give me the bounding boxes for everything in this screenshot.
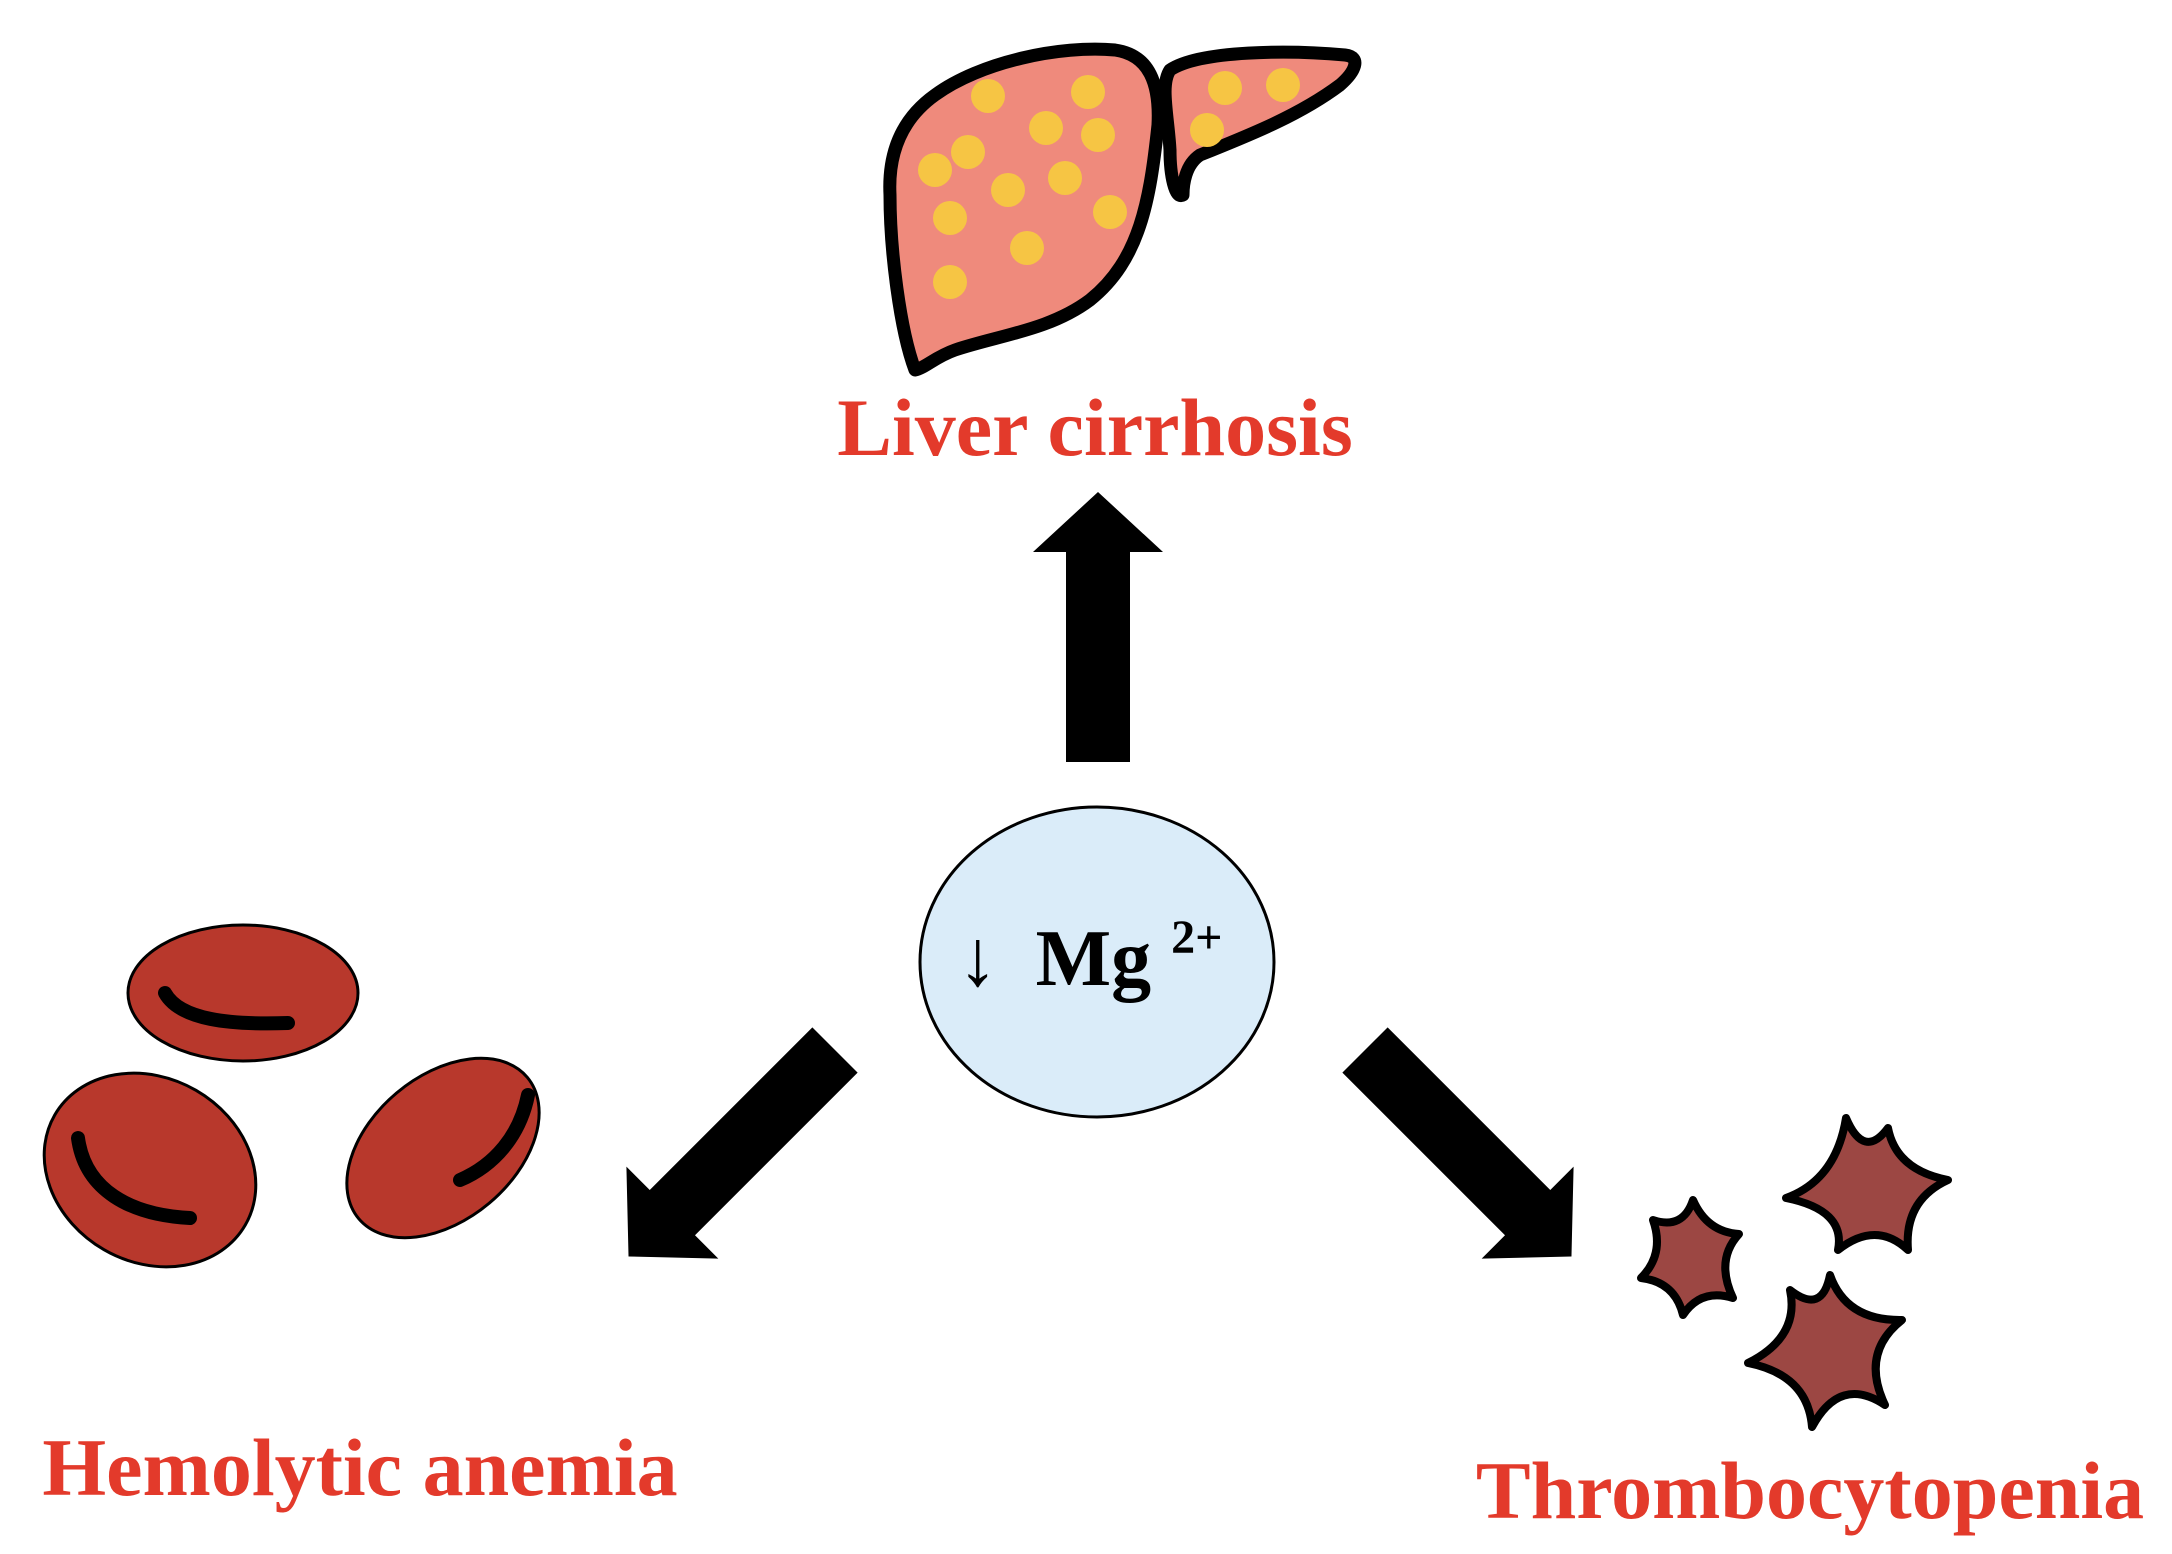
arrow-down-left-icon	[626, 1027, 858, 1259]
liver-icon	[883, 42, 1362, 377]
ion-charge: 2+	[1171, 911, 1222, 964]
fat-droplets	[918, 68, 1300, 299]
platelets	[1637, 1114, 1952, 1431]
platelet-icon	[1637, 1196, 1743, 1319]
platelet-icon	[1782, 1114, 1952, 1254]
center-circle	[918, 805, 1276, 1119]
ion-symbol: Mg	[1036, 915, 1152, 1003]
decrease-arrow-glyph: ↓	[958, 915, 998, 1003]
hemolytic-anemia-label: Hemolytic anemia	[42, 1422, 677, 1513]
red-blood-cell-icon	[42, 1071, 258, 1269]
arrow-up-icon	[1033, 492, 1163, 762]
red-blood-cells	[42, 923, 541, 1269]
red-blood-cell-icon	[345, 1056, 541, 1240]
thrombocytopenia-label: Thrombocytopenia	[1476, 1445, 2144, 1536]
liver-cirrhosis-label: Liver cirrhosis	[837, 382, 1352, 473]
platelet-icon	[1744, 1271, 1906, 1431]
mg-deficiency-label: ↓ Mg 2+	[958, 911, 1223, 1003]
arrow-down-right-icon	[1342, 1027, 1574, 1259]
red-blood-cell-icon	[126, 923, 360, 1063]
